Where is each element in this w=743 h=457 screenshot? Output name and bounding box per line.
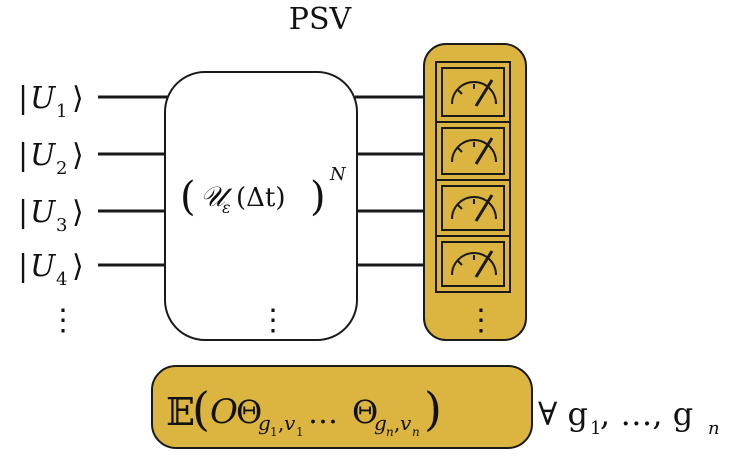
meter-icon	[435, 121, 511, 181]
diagram-title: PSV	[288, 2, 352, 37]
unitary-power: N	[329, 164, 347, 185]
forall-start: ∀ g	[538, 395, 588, 433]
theta-n: Θ	[352, 393, 378, 431]
expectation-box	[151, 365, 533, 449]
ket-subscript: 4	[56, 269, 67, 290]
ket-symbol: U	[30, 249, 57, 284]
formula-close-paren: )	[424, 382, 442, 436]
formula-open-paren: (	[192, 382, 210, 436]
ket-left-bar: |	[18, 195, 28, 230]
ket-3: | U 3 ⟩	[18, 195, 84, 236]
unitary-subscript: ε	[222, 198, 231, 217]
expectation-formula: 𝔼 ( O Θ g 1 , v 1 … Θ g n , v n )	[166, 382, 442, 439]
theta-1: Θ	[236, 393, 262, 431]
ket-2: | U 2 ⟩	[18, 138, 84, 179]
unitary-box	[164, 71, 358, 341]
theta-n-g-sub: n	[386, 425, 394, 439]
observable: O	[210, 392, 238, 432]
ket-left-bar: |	[18, 81, 28, 116]
meter-continuation: ⋮	[466, 303, 496, 338]
formula-ellipsis: …	[308, 396, 338, 431]
ket-right-angle: ⟩	[72, 195, 84, 230]
unitary-close-paren: )	[310, 174, 326, 220]
ket-symbol: U	[30, 138, 57, 173]
forall-sub-1: 1	[590, 418, 601, 439]
meter-icon	[435, 61, 511, 123]
box-continuation: ⋮	[258, 303, 288, 338]
unitary-open-paren: (	[180, 174, 196, 220]
ket-subscript: 2	[56, 158, 67, 179]
theta-n-v: v	[400, 411, 412, 435]
quantifier-text: ∀ g 1 , …, g n	[538, 395, 720, 439]
theta-n-v-sub: n	[412, 425, 420, 439]
theta-1-g-sub: 1	[270, 425, 278, 439]
theta-1-g: g	[258, 411, 271, 435]
ket-subscript: 1	[56, 101, 67, 122]
expectation-operator: 𝔼	[166, 390, 195, 434]
unitary-argument: (Δt)	[236, 183, 286, 213]
theta-n-comma: ,	[394, 411, 400, 435]
forall-middle: , …, g	[600, 395, 693, 433]
ket-symbol: U	[30, 195, 57, 230]
forall-sub-n: n	[708, 418, 720, 439]
theta-1-v-sub: 1	[296, 425, 304, 439]
theta-1-comma: ,	[278, 411, 284, 435]
ket-right-angle: ⟩	[72, 138, 84, 173]
ket-1: | U 1 ⟩	[18, 81, 84, 122]
ket-subscript: 3	[56, 215, 67, 236]
theta-n-g: g	[374, 411, 387, 435]
ket-right-angle: ⟩	[72, 249, 84, 284]
meter-icon	[435, 235, 511, 293]
ket-symbol: U	[30, 81, 57, 116]
ket-left-bar: |	[18, 138, 28, 173]
theta-1-v: v	[284, 411, 296, 435]
ket-right-angle: ⟩	[72, 81, 84, 116]
input-continuation: ⋮	[48, 303, 78, 338]
ket-4: | U 4 ⟩	[18, 249, 84, 290]
meter-icon	[435, 179, 511, 237]
ket-left-bar: |	[18, 249, 28, 284]
